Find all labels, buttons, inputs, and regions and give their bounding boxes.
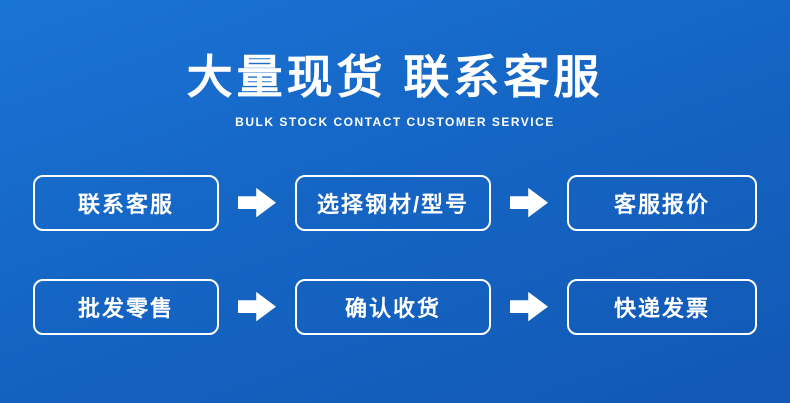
- page-title: 大量现货 联系客服: [186, 51, 604, 103]
- step-box-contact-service: 联系客服: [33, 174, 219, 231]
- step-box-confirm-receipt: 确认收货: [295, 278, 491, 335]
- flow-row-1: 联系客服 选择钢材/型号 客服报价: [33, 174, 757, 231]
- page-subtitle: BULK STOCK CONTACT CUSTOMER SERVICE: [235, 114, 555, 129]
- step-box-express-invoice: 快递发票: [567, 278, 757, 335]
- arrow-right-icon: [510, 291, 548, 322]
- step-box-wholesale-retail: 批发零售: [33, 278, 219, 335]
- flow-row-2: 批发零售 确认收货 快递发票: [33, 278, 757, 335]
- arrow-right-icon: [510, 187, 548, 218]
- step-box-select-steel-model: 选择钢材/型号: [295, 174, 491, 231]
- arrow-right-icon: [238, 187, 276, 218]
- arrow-right-icon: [238, 291, 276, 322]
- step-box-service-quote: 客服报价: [567, 174, 757, 231]
